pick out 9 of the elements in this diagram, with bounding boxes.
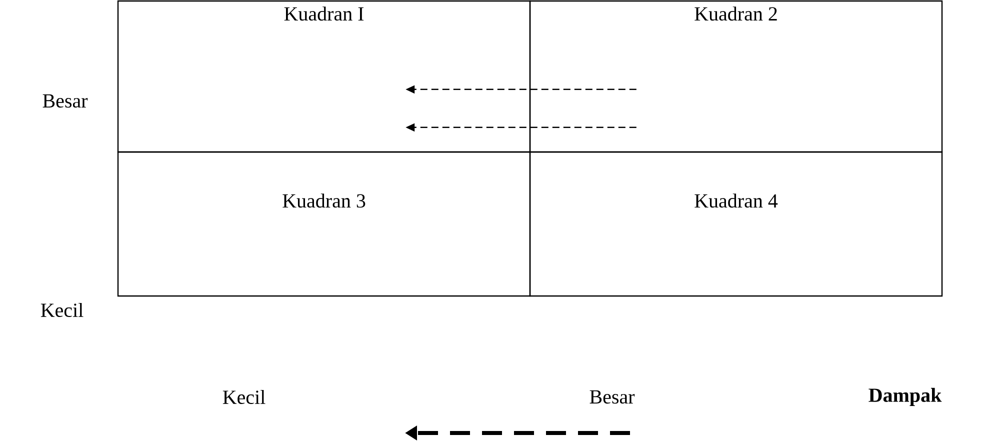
axis-label: Kecil	[222, 390, 266, 404]
quadrant-box: Kuadran 4	[529, 151, 943, 297]
quadrant-box: Kuadran I	[117, 0, 531, 153]
axis-label: Dampak	[868, 388, 942, 406]
axis-label: Besar	[590, 390, 635, 404]
axis-label: Kecil	[40, 302, 84, 318]
quadrant-box: Kuadran 2	[529, 0, 943, 153]
axis-label: Besar	[42, 94, 88, 108]
quadrant-box: Kuadran 3	[117, 151, 531, 297]
